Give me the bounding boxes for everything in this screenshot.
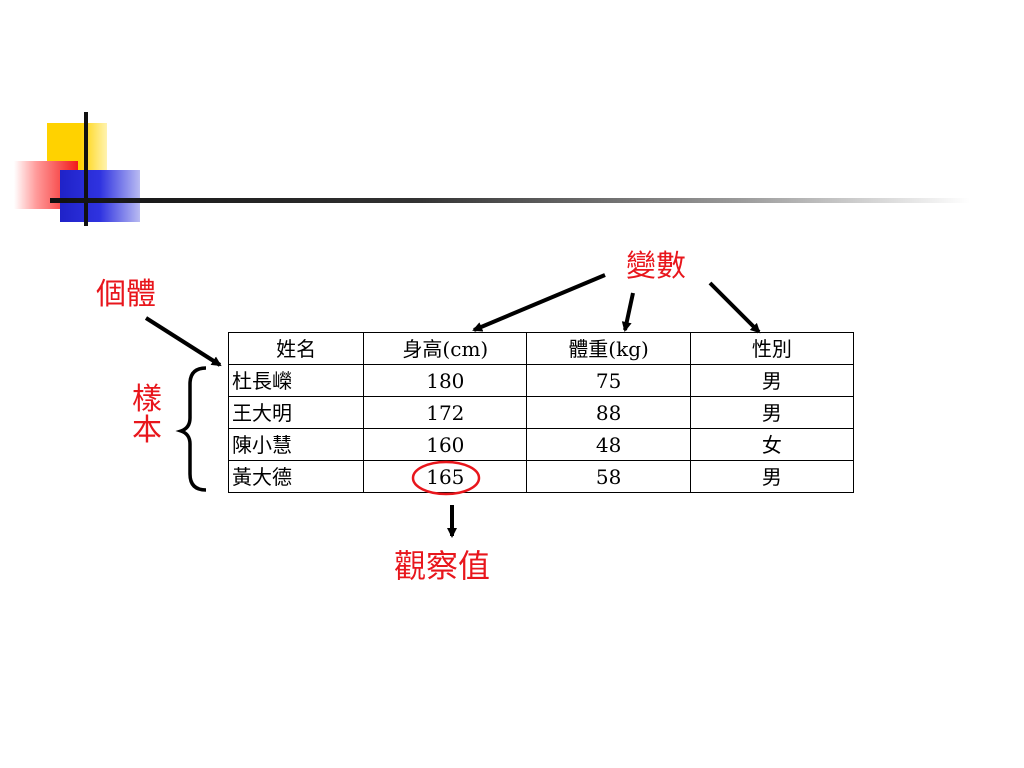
table-header-row: 姓名 身高(cm) 體重(kg) 性別 — [227, 332, 855, 365]
cell-height-observed: 165 — [363, 460, 528, 493]
decor-vertical-line — [84, 112, 88, 226]
header-weight: 體重(kg) — [526, 332, 691, 365]
cell-gender: 女 — [689, 428, 855, 461]
arrow-individual-to-row — [144, 316, 222, 367]
table-row: 陳小慧 160 48 女 — [227, 428, 855, 461]
sample-label-line1: 樣 — [132, 382, 162, 417]
cell-weight: 75 — [526, 364, 691, 397]
cell-weight: 88 — [526, 396, 691, 429]
cell-gender: 男 — [689, 364, 855, 397]
cell-name: 陳小慧 — [227, 428, 365, 461]
decor-blue-square — [60, 170, 140, 222]
table-row: 杜長嶸 180 75 男 — [227, 364, 855, 397]
sample-label: 樣 本 — [130, 384, 164, 446]
table-row: 黃大德 165 58 男 — [227, 460, 855, 493]
header-gender: 性別 — [689, 332, 855, 365]
individual-label: 個體 — [96, 277, 156, 312]
cell-weight: 48 — [526, 428, 691, 461]
cell-gender: 男 — [689, 460, 855, 493]
sample-brace — [175, 366, 207, 492]
sample-data-table: 姓名 身高(cm) 體重(kg) 性別 杜長嶸 180 75 男 王大明 172… — [227, 332, 855, 493]
header-name: 姓名 — [227, 332, 365, 365]
arrow-variable-to-gender — [708, 281, 761, 334]
cell-name: 王大明 — [227, 396, 365, 429]
cell-weight: 58 — [526, 460, 691, 493]
table-row: 王大明 172 88 男 — [227, 396, 855, 429]
arrow-variable-to-height — [472, 273, 606, 332]
cell-height: 160 — [363, 428, 528, 461]
header-height: 身高(cm) — [363, 332, 528, 365]
cell-gender: 男 — [689, 396, 855, 429]
variable-label: 變數 — [626, 249, 686, 284]
cell-height: 180 — [363, 364, 528, 397]
decor-horizontal-line — [50, 198, 970, 203]
cell-name: 杜長嶸 — [227, 364, 365, 397]
arrow-variable-to-weight — [621, 292, 635, 332]
observed-value-label: 觀察值 — [394, 547, 491, 585]
sample-label-line2: 本 — [132, 413, 162, 448]
cell-name: 黃大德 — [227, 460, 365, 493]
cell-height: 172 — [363, 396, 528, 429]
